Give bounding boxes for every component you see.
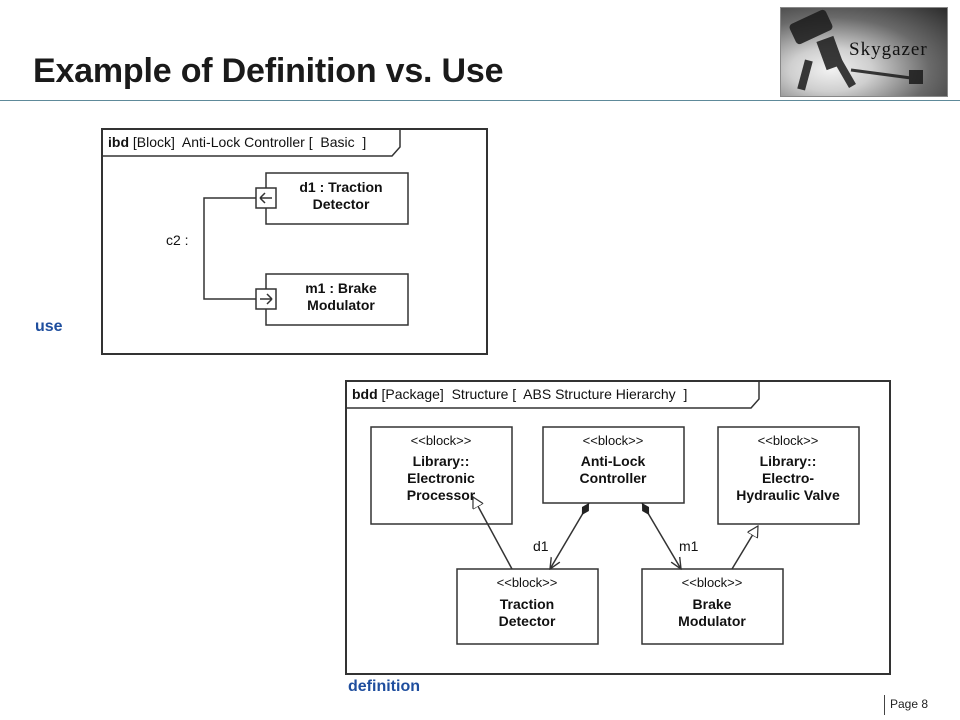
block-stereotype: <<block>> bbox=[583, 433, 644, 448]
bdd-header-kind: bdd bbox=[352, 386, 378, 402]
block-brake-modulator bbox=[641, 568, 784, 645]
bdd-header-tab bbox=[346, 381, 760, 409]
generalization-arrow bbox=[472, 497, 513, 570]
definition-label: definition bbox=[348, 678, 420, 695]
composition-m1 bbox=[641, 502, 681, 569]
ibd-header-tab bbox=[102, 129, 401, 157]
ibd-header-kind: ibd bbox=[108, 134, 129, 150]
block-stereotype: <<block>> bbox=[497, 575, 558, 590]
port-in-arrow-icon bbox=[259, 192, 272, 204]
block-name-line: Electro- bbox=[762, 470, 814, 486]
block-name-line: Modulator bbox=[678, 613, 746, 629]
role-m1-label: m1 bbox=[679, 538, 699, 554]
block-stereotype: <<block>> bbox=[758, 433, 819, 448]
block-name-line: Processor bbox=[407, 487, 476, 503]
slide-title: Example of Definition vs. Use bbox=[33, 52, 504, 90]
role-d1-label: d1 bbox=[533, 538, 549, 554]
block-name-line: Detector bbox=[499, 613, 556, 629]
block-name-line: Library:: bbox=[413, 453, 470, 469]
composition-d1 bbox=[550, 502, 590, 569]
title-rule bbox=[0, 100, 960, 101]
block-traction-detector bbox=[456, 568, 599, 645]
bdd-header: bdd [Package] Structure [ ABS Structure … bbox=[352, 386, 687, 402]
bdd-diagram: bdd [Package] Structure [ ABS Structure … bbox=[345, 380, 891, 675]
part-m1-name: m1 : Brake bbox=[305, 280, 377, 296]
block-name-line: Controller bbox=[580, 470, 647, 486]
telescope-icon bbox=[789, 9, 923, 91]
block-stereotype: <<block>> bbox=[682, 575, 743, 590]
block-name-line: Hydraulic Valve bbox=[736, 487, 840, 503]
block-electronic-processor bbox=[370, 426, 513, 525]
block-name-line: Traction bbox=[500, 596, 554, 612]
part-d1 bbox=[265, 172, 409, 225]
connector-label: c2 : bbox=[166, 232, 189, 248]
page-number: Page 8 bbox=[890, 697, 929, 711]
ibd-header-rest: [Block] Anti-Lock Controller [ Basic ] bbox=[133, 134, 366, 150]
block-name-line: Brake bbox=[693, 596, 732, 612]
connector-c2 bbox=[203, 197, 256, 300]
part-d1-name: d1 : Traction bbox=[299, 179, 382, 195]
block-name-line: Electronic bbox=[407, 470, 475, 486]
block-anti-lock-controller bbox=[542, 426, 685, 504]
bdd-header-rest: [Package] Structure [ ABS Structure Hier… bbox=[382, 386, 688, 402]
ibd-header: ibd [Block] Anti-Lock Controller [ Basic… bbox=[108, 134, 366, 150]
port-out-arrow-icon bbox=[260, 293, 273, 305]
block-name-line: Anti-Lock bbox=[581, 453, 646, 469]
page-divider bbox=[884, 695, 885, 715]
block-electro-hydraulic-valve bbox=[717, 426, 860, 525]
part-m1-type: Modulator bbox=[307, 297, 375, 313]
block-name-line: Library:: bbox=[760, 453, 817, 469]
part-d1-type: Detector bbox=[313, 196, 370, 212]
logo-text: Skygazer bbox=[849, 39, 928, 60]
part-m1 bbox=[265, 273, 409, 326]
ibd-diagram: ibd [Block] Anti-Lock Controller [ Basic… bbox=[101, 128, 488, 355]
skygazer-logo: Skygazer bbox=[780, 7, 948, 97]
block-stereotype: <<block>> bbox=[411, 433, 472, 448]
use-label: use bbox=[35, 318, 63, 335]
generalization-arrow bbox=[731, 526, 758, 570]
bdd-frame bbox=[345, 380, 891, 675]
